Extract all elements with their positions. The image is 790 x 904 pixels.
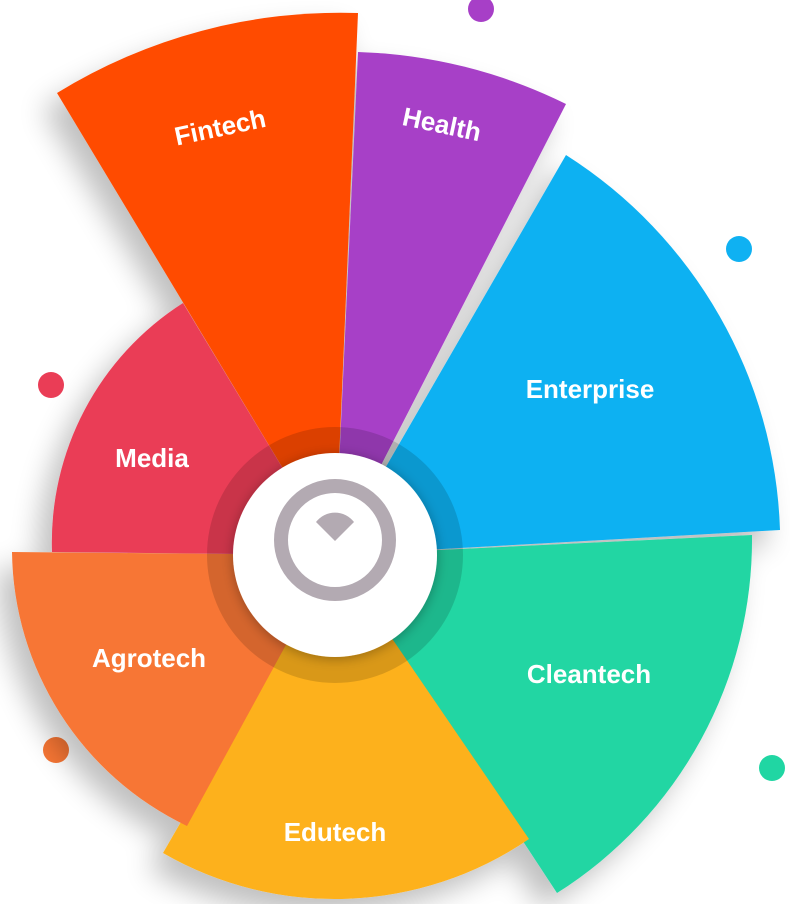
segment-fintech[interactable] [57, 12, 358, 556]
decorative-dot-red [38, 372, 64, 398]
decorative-dot-green [759, 755, 785, 781]
decorative-dot-purple [468, 0, 494, 22]
decorative-dot-orange [43, 737, 69, 763]
segment-label-enterprise: Enterprise [526, 374, 655, 404]
segment-edutech[interactable] [163, 555, 529, 900]
segment-label-media: Media [115, 443, 189, 473]
segment-health[interactable] [335, 52, 566, 555]
segment-label-edutech: Edutech [284, 817, 387, 847]
segment-cleantech[interactable] [335, 535, 753, 893]
clock-icon [274, 479, 396, 601]
decorative-dot-blue [726, 236, 752, 262]
segment-label-agrotech: Agrotech [92, 643, 206, 673]
segment-label-cleantech: Cleantech [527, 659, 651, 689]
segment-agrotech[interactable] [12, 552, 335, 826]
center-hub [233, 453, 437, 657]
segment-enterprise[interactable] [335, 155, 780, 555]
